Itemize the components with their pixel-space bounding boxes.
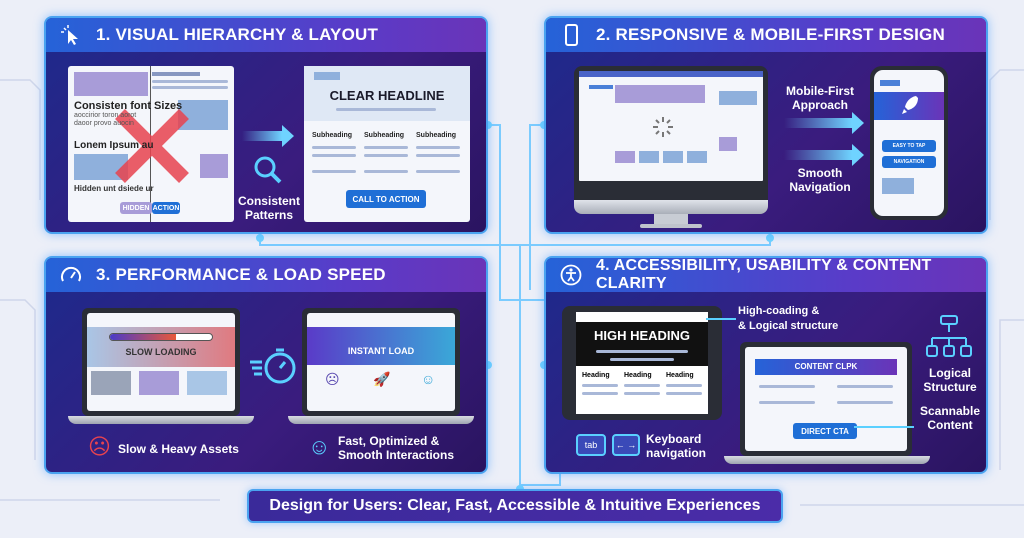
fast-laptop: INSTANT LOAD ☹ 🚀 ☺	[302, 308, 460, 416]
arrow-keys: ← →	[612, 434, 640, 456]
call-to-action-button[interactable]: CALL TO ACTION	[346, 190, 426, 208]
navigation-button[interactable]: NAVIGATION	[882, 156, 936, 168]
sad-face-icon: ☹	[325, 371, 340, 387]
stopwatch-smile-icon: ☺	[308, 434, 331, 459]
slow-laptop: SLOW LOADING	[82, 308, 240, 416]
panel-responsive-design: 2. RESPONSIVE & MOBILE-FIRST DESIGN Mobi…	[544, 16, 988, 234]
arrow-right-icon	[784, 112, 864, 134]
cluttered-text-1: aoccirior toron aorot	[74, 112, 137, 119]
sitemap-icon	[926, 315, 972, 357]
cluttered-heading: Consisten font Sizes	[74, 100, 183, 112]
panel-visual-hierarchy: 1. VISUAL HIERARCHY & LAYOUT Consisten f…	[44, 16, 488, 234]
panel-header: 3. PERFORMANCE & LOAD SPEED	[46, 258, 486, 292]
action-button: ACTION	[152, 202, 180, 214]
cluttered-layout: Consisten font Sizes aoccirior toron aor…	[68, 66, 234, 222]
tablet: HIGH HEADING Heading Heading Heading	[562, 306, 722, 420]
cluttered-text-2: daoor provo auocin	[74, 120, 134, 127]
smartphone-icon	[565, 24, 578, 46]
arrow-right-icon	[242, 125, 294, 147]
clear-layout: CLEAR HEADLINE Subheading Subheading Sub…	[304, 66, 470, 222]
stopwatch-icon	[250, 348, 296, 384]
panel-title: 2. RESPONSIVE & MOBILE-FIRST DESIGN	[596, 25, 945, 44]
rocket-icon	[902, 96, 918, 114]
direct-cta-button[interactable]: DIRECT CTA	[793, 423, 857, 439]
panel-header: 1. VISUAL HIERARCHY & LAYOUT	[46, 18, 486, 52]
rocket-icon: 🚀	[373, 371, 391, 387]
sad-face-icon: ☹	[88, 434, 111, 459]
panel-header: 4. ACCESSIBILITY, USABILITY & CONTENT CL…	[546, 258, 986, 292]
magnifier-icon	[254, 156, 282, 184]
accessibility-icon	[560, 264, 582, 286]
panel-title: 3. PERFORMANCE & LOAD SPEED	[96, 265, 386, 284]
footer-banner: Design for Users: Clear, Fast, Accessibl…	[247, 489, 783, 523]
hidden-button: HIDDEN	[120, 202, 152, 214]
panel-title: 4. ACCESSIBILITY, USABILITY & CONTENT CL…	[596, 257, 932, 292]
panel-header: 2. RESPONSIVE & MOBILE-FIRST DESIGN	[546, 18, 986, 52]
smile-face-icon: ☺	[421, 371, 436, 387]
tab-key: tab	[576, 434, 606, 456]
panel-accessibility: 4. ACCESSIBILITY, USABILITY & CONTENT CL…	[544, 256, 988, 474]
loading-spinner-icon	[653, 117, 673, 137]
x-mark-icon	[115, 109, 189, 183]
smartphone: EASY TO TAP NAVIGATION	[870, 66, 948, 220]
slow-progress-bar	[110, 334, 177, 340]
cluttered-subheading: Lonem Ipsum au	[74, 140, 154, 151]
arrow-right-icon	[784, 144, 864, 166]
desktop-monitor	[574, 66, 768, 200]
panel-performance: 3. PERFORMANCE & LOAD SPEED SLOW LOADING…	[44, 256, 488, 474]
speedometer-icon	[61, 266, 81, 282]
banner-text: Design for Users: Clear, Fast, Accessibl…	[269, 497, 761, 514]
easy-to-tap-button[interactable]: EASY TO TAP	[882, 140, 936, 152]
cluttered-hidden-text: Hidden unt dsiede ur	[74, 184, 154, 193]
cursor-icon	[61, 25, 78, 45]
panel-title: 1. VISUAL HIERARCHY & LAYOUT	[96, 25, 379, 44]
laptop: CONTENT CLPK DIRECT CTA	[740, 342, 912, 456]
